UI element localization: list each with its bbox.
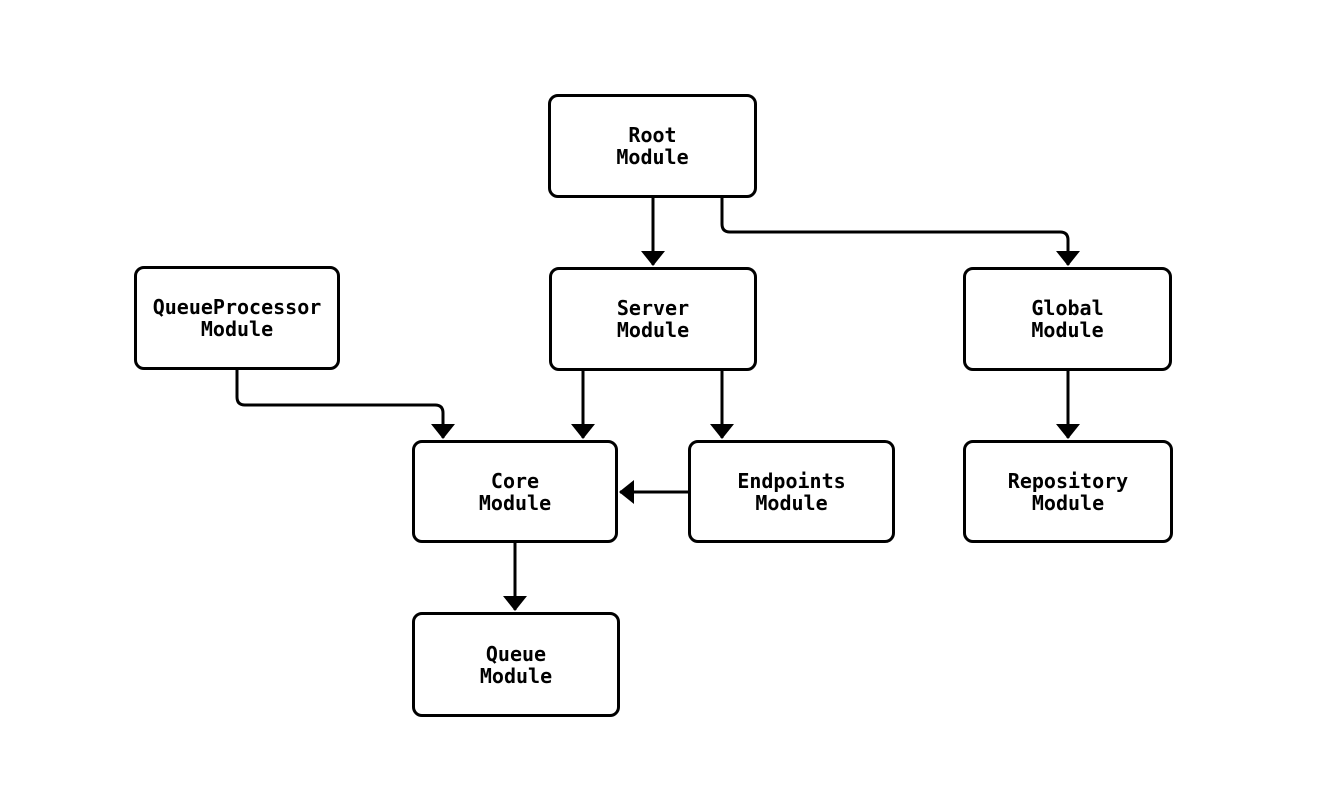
node-global-module: Global Module [963, 267, 1172, 371]
edge-root-to-global [720, 198, 1080, 266]
node-root-module-label: Root Module [616, 123, 689, 169]
node-core-module: Core Module [412, 440, 618, 543]
node-global-module-label: Global Module [1031, 296, 1104, 342]
node-endpoints-module: Endpoints Module [688, 440, 895, 543]
node-queueprocessor-module-label: QueueProcessor Module [152, 295, 322, 341]
node-root-module: Root Module [548, 94, 757, 198]
node-server-module-label: Server Module [616, 296, 690, 342]
node-queue-module-label: Queue Module [479, 641, 553, 688]
node-repository-module: Repository Module [963, 440, 1173, 543]
node-endpoints-module-label: Endpoints Module [737, 468, 846, 515]
node-core-module-label: Core Module [478, 468, 552, 515]
edge-queueprocessor-to-core [235, 370, 455, 439]
node-repository-module-label: Repository Module [1007, 468, 1129, 515]
node-queue-module: Queue Module [412, 612, 620, 717]
node-queueprocessor-module: QueueProcessor Module [134, 266, 340, 370]
node-server-module: Server Module [549, 267, 757, 371]
